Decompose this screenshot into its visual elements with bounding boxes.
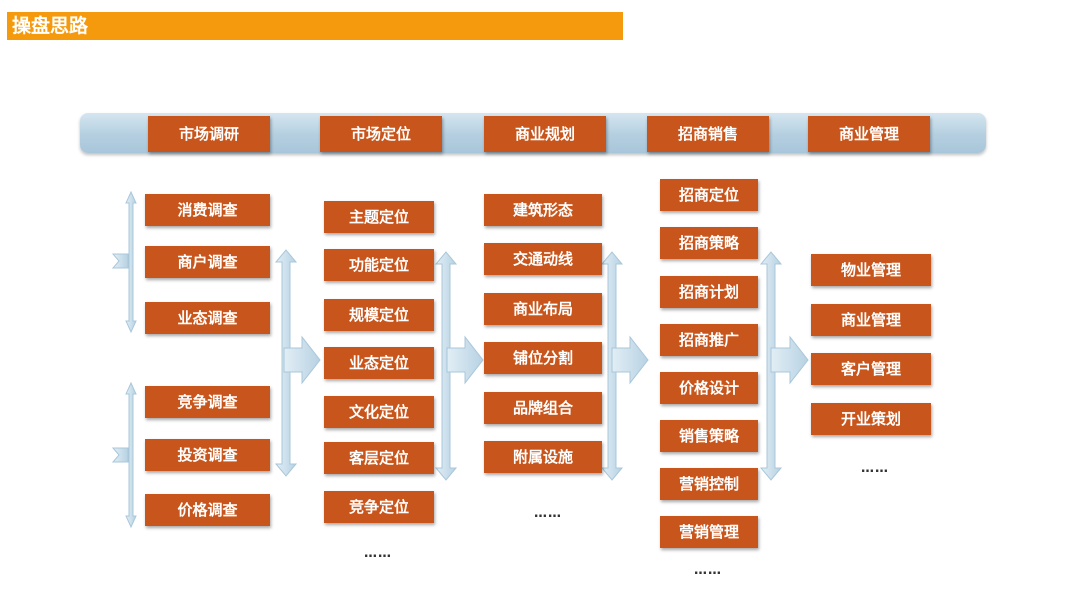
item-building-form: 建筑形态 bbox=[484, 194, 602, 226]
page-title: 操盘思路 bbox=[12, 15, 89, 37]
item-format-positioning: 业态定位 bbox=[324, 347, 434, 379]
item-scale-positioning: 规模定位 bbox=[324, 299, 434, 331]
side-arrow-research-1 bbox=[111, 253, 129, 269]
vertical-arrow-3 bbox=[434, 251, 458, 481]
stage-business-planning: 商业规划 bbox=[484, 116, 606, 152]
item-leasing-positioning: 招商定位 bbox=[660, 179, 758, 211]
item-brand-mix: 品牌组合 bbox=[484, 392, 602, 424]
item-function-positioning: 功能定位 bbox=[324, 249, 434, 281]
item-property-management: 物业管理 bbox=[811, 254, 931, 286]
item-investment-survey: 投资调查 bbox=[145, 439, 270, 471]
item-ancillary-facilities: 附属设施 bbox=[484, 441, 602, 473]
item-opening-planning: 开业策划 bbox=[811, 403, 931, 435]
item-leasing-strategy: 招商策略 bbox=[660, 227, 758, 259]
item-business-layout: 商业布局 bbox=[484, 293, 602, 325]
item-customer-positioning: 客层定位 bbox=[324, 442, 434, 474]
item-traffic-flow: 交通动线 bbox=[484, 243, 602, 275]
ellipsis-management: …… bbox=[861, 461, 889, 476]
ellipsis-planning: …… bbox=[534, 506, 562, 521]
right-arrow-4 bbox=[770, 335, 809, 385]
item-format-survey: 业态调查 bbox=[145, 302, 270, 334]
item-competition-survey: 竞争调查 bbox=[145, 386, 270, 418]
item-price-survey: 价格调查 bbox=[145, 494, 270, 526]
item-shop-division: 铺位分割 bbox=[484, 342, 602, 374]
side-arrow-research-2 bbox=[111, 447, 129, 463]
stage-leasing-sales: 招商销售 bbox=[647, 116, 769, 152]
vertical-arrow-research-2 bbox=[125, 381, 137, 529]
item-leasing-plan: 招商计划 bbox=[660, 276, 758, 308]
vertical-arrow-research-1 bbox=[125, 190, 137, 334]
title-bar: 操盘思路 bbox=[7, 12, 623, 40]
stage-market-research: 市场调研 bbox=[148, 116, 270, 152]
item-merchant-survey: 商户调查 bbox=[145, 246, 270, 278]
item-business-management: 商业管理 bbox=[811, 304, 931, 336]
item-price-design: 价格设计 bbox=[660, 372, 758, 404]
right-arrow-1 bbox=[283, 335, 321, 385]
right-arrow-2 bbox=[446, 335, 484, 385]
item-consumer-survey: 消费调查 bbox=[145, 194, 270, 226]
ellipsis-leasing: …… bbox=[694, 563, 722, 578]
item-competitive-positioning: 竞争定位 bbox=[324, 491, 434, 523]
stage-market-positioning: 市场定位 bbox=[320, 116, 442, 152]
item-marketing-control: 营销控制 bbox=[660, 468, 758, 500]
item-theme-positioning: 主题定位 bbox=[324, 201, 434, 233]
item-sales-strategy: 销售策略 bbox=[660, 420, 758, 452]
item-culture-positioning: 文化定位 bbox=[324, 396, 434, 428]
item-leasing-promotion: 招商推广 bbox=[660, 324, 758, 356]
stage-business-management: 商业管理 bbox=[808, 116, 930, 152]
item-marketing-management: 营销管理 bbox=[660, 516, 758, 548]
item-customer-management: 客户管理 bbox=[811, 353, 931, 385]
right-arrow-3 bbox=[611, 335, 649, 385]
ellipsis-positioning: …… bbox=[364, 546, 392, 561]
